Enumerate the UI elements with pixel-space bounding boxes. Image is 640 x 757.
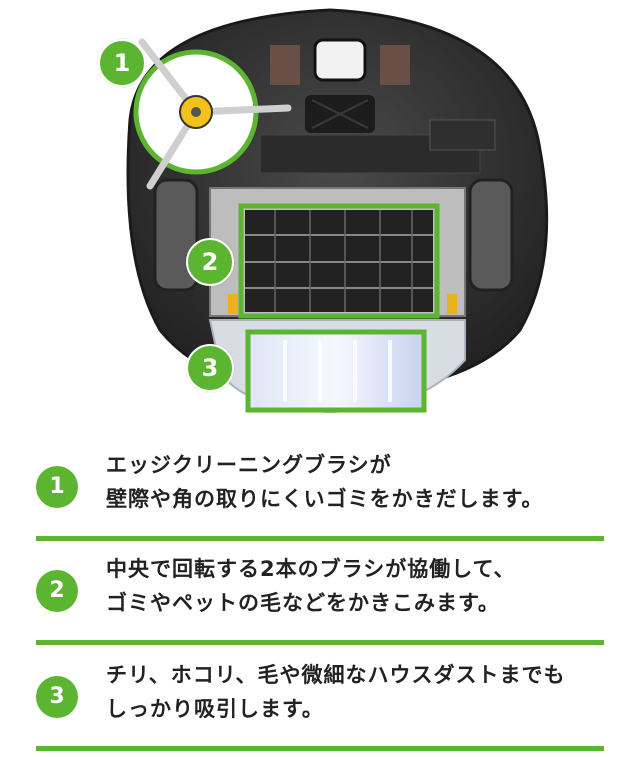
filter (250, 334, 422, 408)
feature-item-main-brushes: 2 中央で回転する2本のブラシが協働して、 ゴミやペットの毛などをかきこみます。 (36, 544, 604, 645)
robot-underside-illustration: 1 2 3 (98, 8, 549, 414)
feature-line-1: 中央で回転する2本のブラシが協働して、 (106, 557, 516, 581)
feature-item-side-brush: 1 エッジクリーニングブラシが 壁際や角の取りにくいゴミをかきだします。 (36, 440, 604, 541)
feature-number: 1 (36, 466, 78, 508)
feature-item-filter: 3 チリ、ホコリ、毛や微細なハウスダストまでも しっかり吸引します。 (36, 650, 604, 751)
callout-main-brushes: 2 (186, 238, 234, 286)
front-caster-housing (313, 38, 367, 82)
feature-line-1: エッジクリーニングブラシが (106, 453, 392, 477)
feature-number: 2 (36, 570, 78, 612)
robot-vacuum-bottom-view (126, 8, 549, 414)
callout-filter: 3 (186, 344, 234, 392)
feature-description: チリ、ホコリ、毛や微細なハウスダストまでも しっかり吸引します。 (106, 658, 604, 726)
feature-line-2: しっかり吸引します。 (106, 697, 324, 721)
feature-description: 中央で回転する2本のブラシが協働して、 ゴミやペットの毛などをかきこみます。 (106, 552, 604, 620)
feature-number: 3 (36, 676, 78, 718)
feature-line-2: 壁際や角の取りにくいゴミをかきだします。 (106, 487, 544, 511)
feature-line-1: チリ、ホコリ、毛や微細なハウスダストまでも (106, 663, 566, 687)
filter-highlight-frame (245, 329, 427, 413)
brush-highlight-frame (238, 203, 440, 319)
feature-line-2: ゴミやペットの毛などをかきこみます。 (106, 591, 500, 615)
right-wheel (468, 178, 514, 292)
callout-side-brush: 1 (98, 39, 146, 87)
feature-description: エッジクリーニングブラシが 壁際や角の取りにくいゴミをかきだします。 (106, 448, 604, 516)
